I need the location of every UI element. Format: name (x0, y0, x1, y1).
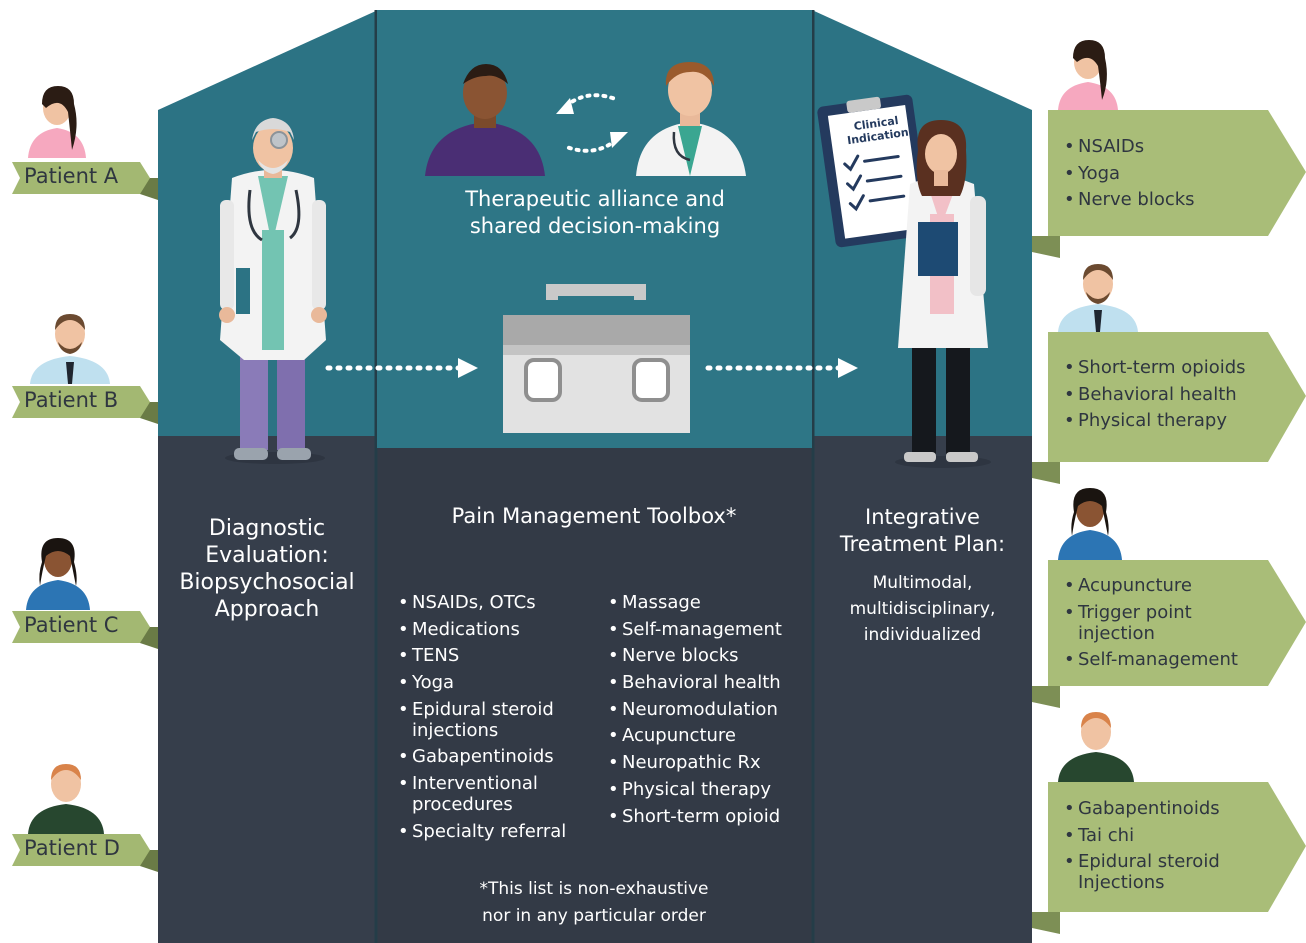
toolbox-column-2: Massage Self-management Nerve blocks Beh… (608, 592, 808, 832)
toolbox-item: Epidural steroid injections (398, 699, 562, 741)
plan-item: Yoga (1064, 163, 1264, 184)
toolbox-item: NSAIDs, OTCs (398, 592, 598, 613)
treatment-plan-title-line1: Integrative (865, 505, 980, 529)
plan-item: Nerve blocks (1064, 189, 1264, 210)
toolbox-item: Massage (608, 592, 808, 613)
patient-label-a: Patient A (24, 164, 119, 188)
treatment-doctor-icon (895, 120, 991, 468)
diagnostic-title-line2: Evaluation: (205, 543, 329, 568)
diagnostic-doctor-icon (219, 118, 327, 464)
clipboard-icon (817, 94, 931, 248)
patient-d-avatar (28, 764, 104, 834)
plan-list-2: Short-term opioids Behavioral health Phy… (1064, 357, 1269, 437)
toolbox-item: Neuromodulation (608, 699, 808, 720)
patient-c-avatar (26, 538, 90, 610)
patient-label-c: Patient C (24, 613, 119, 637)
toolbox-item: Nerve blocks (608, 645, 808, 666)
plan-item: Tai chi (1064, 825, 1254, 846)
center-column-lower (376, 448, 812, 943)
plan-3-avatar (1058, 488, 1122, 560)
toolbox-column-1: NSAIDs, OTCs Medications TENS Yoga Epidu… (398, 592, 598, 848)
patient-label-d: Patient D (24, 836, 120, 860)
toolbox-item: Physical therapy (608, 779, 808, 800)
doctor-bust-icon (636, 62, 746, 176)
diagnostic-title: Diagnostic Evaluation: Biopsychosocial A… (158, 515, 376, 623)
alliance-caption-line1: Therapeutic alliance and (465, 187, 725, 211)
exchange-cycle-arrows (556, 93, 628, 153)
plan-item: Behavioral health (1064, 384, 1269, 405)
toolbox-footnote: *This list is non-exhaustive nor in any … (376, 876, 812, 930)
plan-2-avatar (1058, 264, 1138, 332)
alliance-caption: Therapeutic alliance and shared decision… (420, 186, 770, 240)
toolbox-footnote-line1: *This list is non-exhaustive (479, 879, 709, 899)
toolbox-item: Gabapentinoids (398, 746, 598, 767)
patient-a-avatar (28, 86, 86, 158)
patient-tag-c (12, 611, 158, 649)
patient-b-avatar (30, 314, 110, 384)
plan-1-avatar (1058, 40, 1118, 110)
toolbox-item: Medications (398, 619, 598, 640)
toolbox-title: Pain Management Toolbox* (451, 504, 737, 528)
diagnostic-title-line1: Diagnostic (208, 516, 326, 541)
toolbox-item: Short-term opioid (608, 806, 808, 827)
toolbox-icon (503, 284, 690, 433)
diagnostic-title-line3: Biopsychosocial (179, 570, 355, 595)
patient-bust-icon (425, 64, 545, 176)
treatment-plan-desc-line2: multidisciplinary, (849, 599, 996, 619)
patient-tag-a (12, 162, 158, 200)
patient-tag-b (12, 386, 158, 424)
toolbox-item: Yoga (398, 672, 598, 693)
toolbox-item: Acupuncture (608, 725, 808, 746)
plan-item: Trigger point injection (1064, 602, 1213, 644)
alliance-caption-line2: shared decision-making (469, 214, 721, 238)
plan-item: Physical therapy (1064, 410, 1269, 431)
toolbox-footnote-line2: nor in any particular order (482, 906, 706, 926)
plan-4-avatar (1058, 712, 1134, 782)
patient-tag-d (12, 834, 158, 872)
toolbox-item: Behavioral health (608, 672, 808, 693)
toolbox-item: Self-management (608, 619, 808, 640)
treatment-plan-desc-line3: individualized (863, 625, 982, 645)
treatment-plan-description: Multimodal, multidisciplinary, individua… (813, 570, 1032, 648)
toolbox-item: Neuropathic Rx (608, 752, 808, 773)
plan-item: Acupuncture (1064, 575, 1254, 596)
toolbox-item: Interventional procedures (398, 773, 542, 815)
treatment-plan-title: Integrative Treatment Plan: (813, 504, 1032, 558)
plan-item: Epidural steroid Injections (1064, 851, 1238, 893)
toolbox-item: TENS (398, 645, 598, 666)
plan-list-1: NSAIDs Yoga Nerve blocks (1064, 136, 1264, 216)
plan-item: Self-management (1064, 649, 1254, 670)
diagnostic-title-line4: Approach (214, 597, 320, 622)
plan-list-3: Acupuncture Trigger point injection Self… (1064, 575, 1254, 676)
plan-list-4: Gabapentinoids Tai chi Epidural steroid … (1064, 798, 1254, 899)
patient-label-b: Patient B (24, 388, 119, 412)
treatment-plan-title-line2: Treatment Plan: (839, 532, 1006, 556)
plan-item: Short-term opioids (1064, 357, 1269, 378)
plan-item: NSAIDs (1064, 136, 1264, 157)
treatment-plan-desc-line1: Multimodal, (872, 573, 973, 593)
plan-item: Gabapentinoids (1064, 798, 1254, 819)
toolbox-item: Specialty referral (398, 821, 598, 842)
